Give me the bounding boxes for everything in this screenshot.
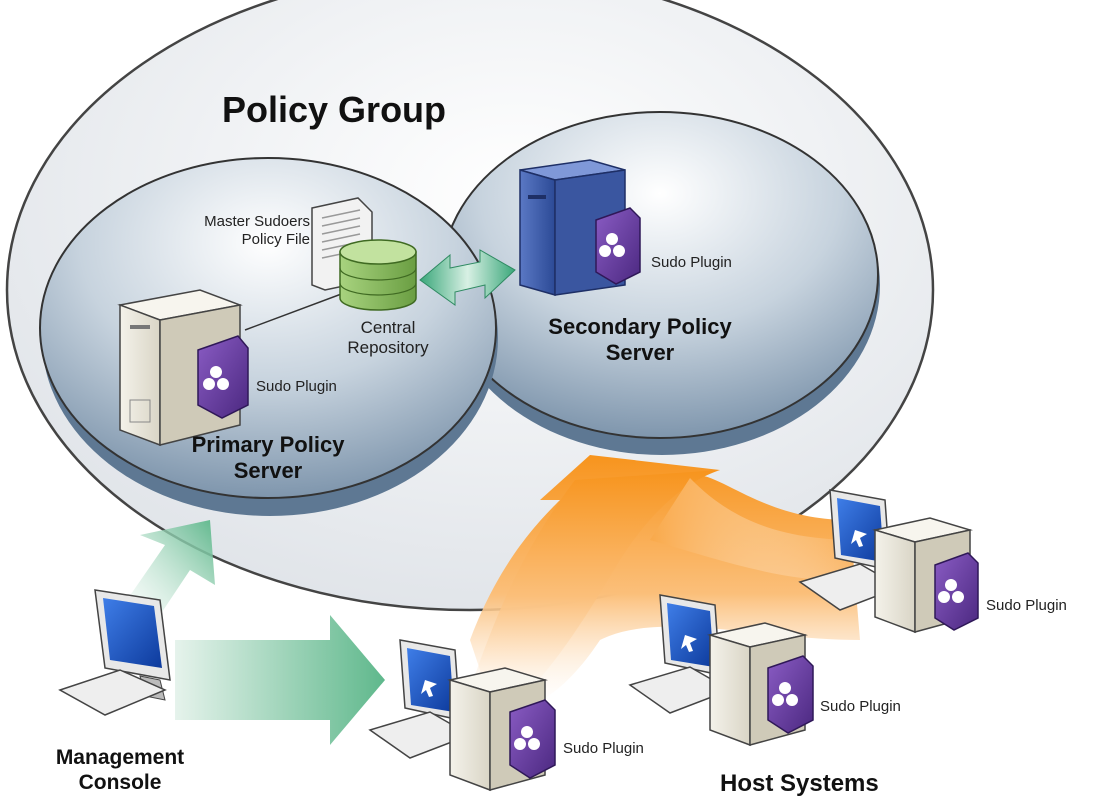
policy-file-label-line2: Policy File: [241, 231, 310, 248]
host-to-policy-arrow-tail: [650, 478, 860, 581]
secondary-sudo-plugin-icon: [595, 207, 641, 285]
management-console-label: Management Console: [30, 745, 210, 795]
repo-connector-line: [244, 289, 353, 331]
host-1-sudo-plugin-icon: [509, 699, 556, 779]
primary-sudo-plugin-icon: [197, 335, 249, 419]
management-console-computer: [58, 589, 171, 716]
secondary-server-title-line2: Server: [605, 340, 675, 366]
management-console-label-line2: Console: [78, 771, 162, 795]
primary-server-title-line1: Primary Policy: [191, 432, 345, 457]
host-systems-label: Host Systems: [720, 770, 879, 797]
secondary-server-title: Secondary Policy Server: [510, 314, 770, 367]
host-3-sudo-plugin-icon: [934, 552, 979, 631]
secondary-server-title-line1: Secondary Policy: [548, 314, 732, 339]
console-to-host-arrow: [175, 615, 385, 745]
replication-double-arrow: [419, 249, 516, 306]
central-repository-icon: [339, 239, 417, 311]
host-1-sudo-plugin-label: Sudo Plugin: [563, 740, 644, 757]
host-2-sudo-plugin-label: Sudo Plugin: [820, 698, 901, 715]
host-2-sudo-plugin-icon: [767, 655, 814, 734]
host-to-policy-arrow-body: [470, 470, 720, 700]
secondary-sudo-plugin-label: Sudo Plugin: [651, 254, 732, 271]
primary-server-title-line2: Server: [233, 458, 303, 484]
primary-server-title: Primary Policy Server: [150, 432, 386, 485]
primary-sudo-plugin-label: Sudo Plugin: [256, 378, 337, 395]
central-repository-label-line1: Central: [360, 318, 416, 337]
host-3-sudo-plugin-label: Sudo Plugin: [986, 597, 1067, 614]
central-repository-label-line2: Repository: [347, 338, 429, 358]
central-repository-label: Central Repository: [328, 318, 448, 359]
policy-file-label: Master Sudoers Policy File: [160, 213, 310, 249]
policy-group-title: Policy Group: [222, 89, 447, 130]
policy-file-label-line1: Master Sudoers: [204, 213, 310, 230]
management-console-label-line1: Management: [55, 746, 185, 769]
